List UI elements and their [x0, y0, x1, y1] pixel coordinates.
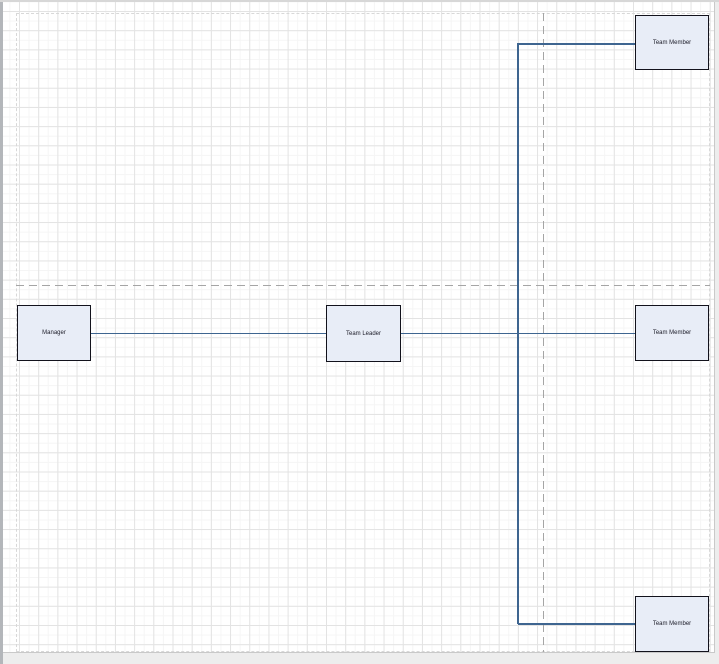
node-team-member-top[interactable]: Team Member — [635, 15, 709, 70]
node-team-leader-label: Team Leader — [345, 330, 382, 337]
connector-branch-to-team-member-bottom[interactable] — [518, 623, 635, 625]
window-top-border — [0, 0, 719, 2]
node-manager-label: Manager — [42, 330, 66, 336]
drawing-canvas[interactable]: Manager Team Leader Team Member Team Mem… — [3, 2, 715, 653]
connector-branch-trunk[interactable] — [517, 43, 519, 624]
connector-branch-to-team-member-top[interactable] — [518, 43, 635, 45]
window-left-border — [0, 0, 3, 664]
connector-manager-to-team-leader[interactable] — [91, 332, 326, 334]
node-manager[interactable]: Manager — [17, 305, 91, 361]
node-team-member-middle-label: Team Member — [652, 330, 692, 336]
page-break-horizontal-guide — [16, 285, 710, 286]
node-team-member-middle[interactable]: Team Member — [635, 305, 709, 361]
node-team-member-bottom[interactable]: Team Member — [635, 596, 709, 652]
node-team-member-bottom-label: Team Member — [652, 621, 692, 627]
node-team-member-top-label: Team Member — [652, 39, 692, 46]
node-team-leader[interactable]: Team Leader — [326, 305, 401, 362]
